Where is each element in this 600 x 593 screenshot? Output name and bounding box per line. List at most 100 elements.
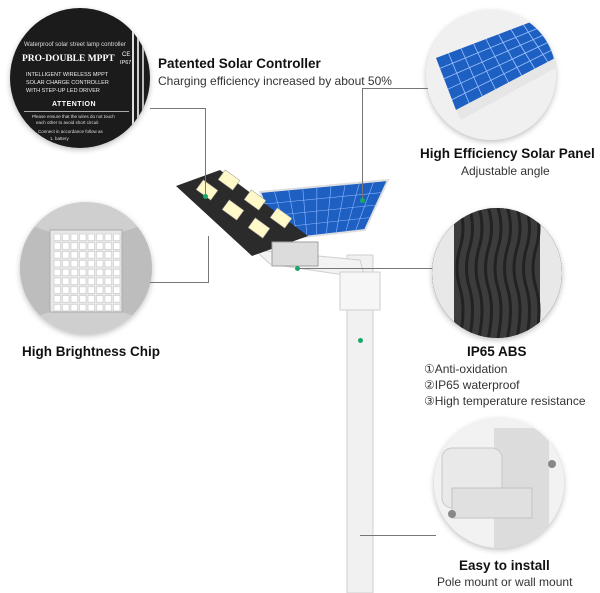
panel-subtitle: Adjustable angle [461, 164, 550, 178]
mount-subtitle: Pole mount or wall mount [437, 575, 573, 589]
housing-feature-3: ③High temperature resistance [424, 394, 586, 408]
controller-brand: PRO-DOUBLE MPPT [22, 54, 115, 64]
led-chip [87, 268, 95, 276]
led-chip [113, 233, 121, 241]
led-chip [96, 260, 104, 268]
led-grid-icon [20, 202, 152, 334]
housing-title: IP65 ABS [467, 344, 527, 359]
led-chip [62, 260, 70, 268]
led-chip [113, 242, 121, 250]
led-chip [70, 251, 78, 259]
controller-title: Patented Solar Controller [158, 56, 321, 71]
controller-warn1: Please ensure that the wires do not touc… [32, 114, 115, 119]
leader-controller-h [150, 108, 205, 109]
led-chip [104, 260, 112, 268]
led-module [217, 169, 241, 191]
led-chip [113, 295, 121, 303]
led-chip [79, 286, 87, 294]
led-chip [87, 286, 95, 294]
controller-warn4: 1. battery [50, 136, 69, 141]
controller-attention: ATTENTION [52, 101, 97, 108]
panel-photo [426, 10, 556, 140]
led-chip [53, 295, 61, 303]
led-chip [113, 277, 121, 285]
led-chip [70, 260, 78, 268]
pole-dot [358, 338, 363, 343]
bracket-icon [434, 418, 564, 548]
led-chip [70, 277, 78, 285]
led-chip [104, 251, 112, 259]
led-chip [62, 277, 70, 285]
led-chip [53, 260, 61, 268]
led-chip [104, 268, 112, 276]
led-chip [79, 251, 87, 259]
mount-clamp [339, 271, 381, 311]
led-chip [70, 286, 78, 294]
led-chip [113, 260, 121, 268]
led-chip [79, 233, 87, 241]
led-chip [62, 233, 70, 241]
led-chip [87, 304, 95, 312]
led-chip [104, 233, 112, 241]
leader-panel-dot [360, 198, 365, 203]
led-chip [53, 251, 61, 259]
led-chip [113, 304, 121, 312]
led-chip [96, 304, 104, 312]
controller-label-top: Waterproof solar street lamp controller [24, 42, 126, 48]
led-chip [96, 295, 104, 303]
led-chip [62, 251, 70, 259]
led-chip [113, 268, 121, 276]
led-module [243, 189, 267, 211]
controller-line1: INTELLIGENT WIRELESS MPPT [26, 72, 109, 78]
heat-sink-icon [432, 208, 562, 338]
controller-wires [132, 28, 150, 128]
lamp-connector [271, 241, 319, 267]
led-chip [96, 286, 104, 294]
led-chip [70, 304, 78, 312]
led-chip [96, 233, 104, 241]
led-module [247, 217, 271, 239]
led-chip [53, 268, 61, 276]
led-chip [79, 295, 87, 303]
led-chip [62, 268, 70, 276]
led-chip [79, 277, 87, 285]
housing-feature-2: ②IP65 waterproof [424, 378, 520, 392]
mount-title: Easy to install [459, 558, 550, 573]
led-chip [62, 242, 70, 250]
led-chip [53, 242, 61, 250]
led-chip [53, 304, 61, 312]
led-chip [104, 277, 112, 285]
controller-photo: Waterproof solar street lamp controller … [10, 8, 150, 148]
led-chip [79, 304, 87, 312]
led-chip [79, 268, 87, 276]
controller-ce: CE [122, 52, 131, 58]
controller-divider [24, 111, 129, 112]
controller-line2: SOLAR CHARGE CONTROLLER [26, 80, 109, 86]
led-chip [104, 295, 112, 303]
led-chip [104, 242, 112, 250]
led-chip [87, 260, 95, 268]
leader-housing-dot [295, 266, 300, 271]
controller-warn3: Connect in accordance follow as [38, 129, 103, 134]
housing-photo [432, 208, 562, 338]
leader-chip-h [150, 282, 208, 283]
led-chip [113, 286, 121, 294]
controller-ip: IP67 [120, 60, 132, 66]
leader-housing-h [297, 268, 432, 269]
led-chip [87, 233, 95, 241]
housing-feature-1: ①Anti-oxidation [424, 362, 508, 376]
led-chip [62, 295, 70, 303]
street-lamp-illustration [176, 169, 390, 593]
led-chip [96, 277, 104, 285]
led-chip [87, 242, 95, 250]
led-chip [62, 286, 70, 294]
led-chip [96, 268, 104, 276]
led-chip [87, 277, 95, 285]
panel-title: High Efficiency Solar Panel [420, 146, 595, 161]
led-chip [96, 242, 104, 250]
leader-mount-h [360, 535, 436, 536]
leader-controller-v [205, 108, 206, 196]
led-chip [53, 286, 61, 294]
mount-photo [434, 418, 564, 548]
led-chip [87, 251, 95, 259]
